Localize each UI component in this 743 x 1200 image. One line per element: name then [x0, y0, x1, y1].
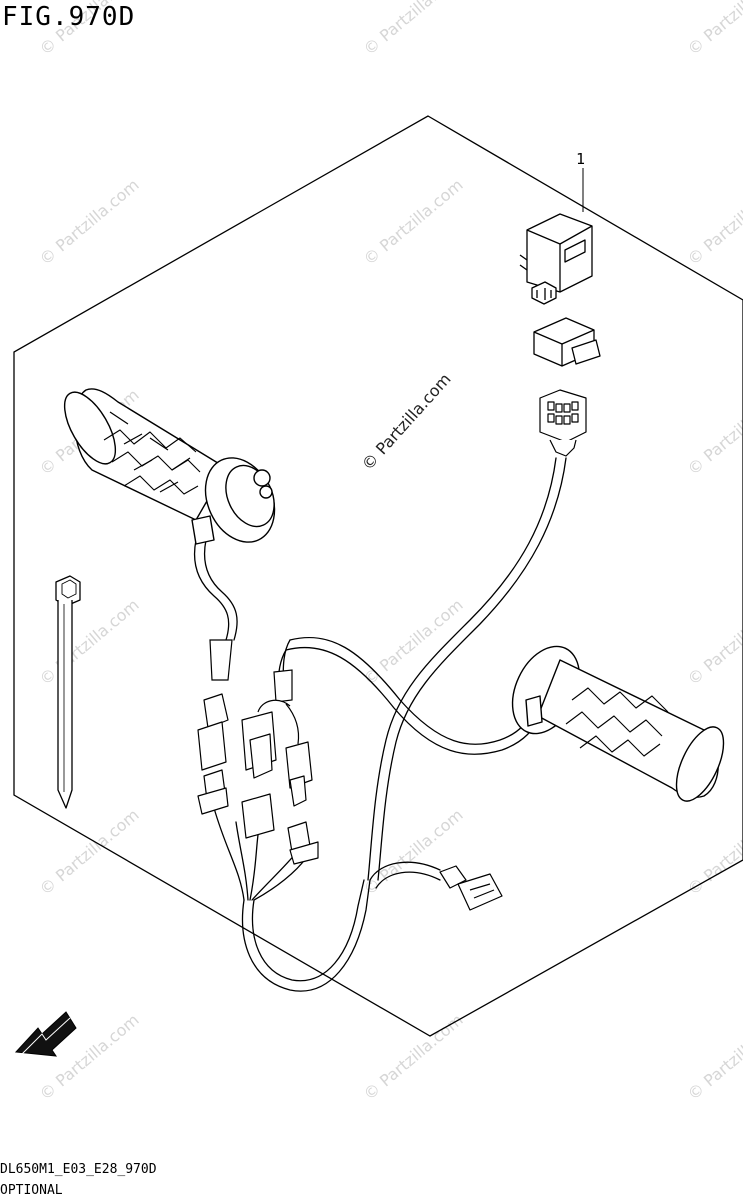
left-heated-grip — [63, 388, 276, 545]
kit-boundary — [13, 115, 743, 1037]
switch-cover — [533, 317, 601, 367]
terminal-connector — [439, 865, 503, 911]
callout-number: 1 — [576, 150, 586, 168]
wiring-harness — [193, 457, 567, 992]
right-heated-grip — [511, 645, 725, 802]
switch-housing — [519, 213, 593, 305]
cable-tie — [55, 575, 81, 809]
connector-plug — [539, 389, 587, 457]
optional-label: OPTIONAL — [0, 1183, 63, 1198]
model-code: DL650M1_E03_E28_970D — [0, 1162, 157, 1177]
harness-connectors-lower — [197, 769, 319, 865]
fwd-arrow — [14, 1011, 77, 1057]
figure-title: FIG.970D — [2, 2, 136, 32]
harness-sleeve — [209, 639, 293, 703]
harness-connectors-upper — [197, 693, 313, 807]
